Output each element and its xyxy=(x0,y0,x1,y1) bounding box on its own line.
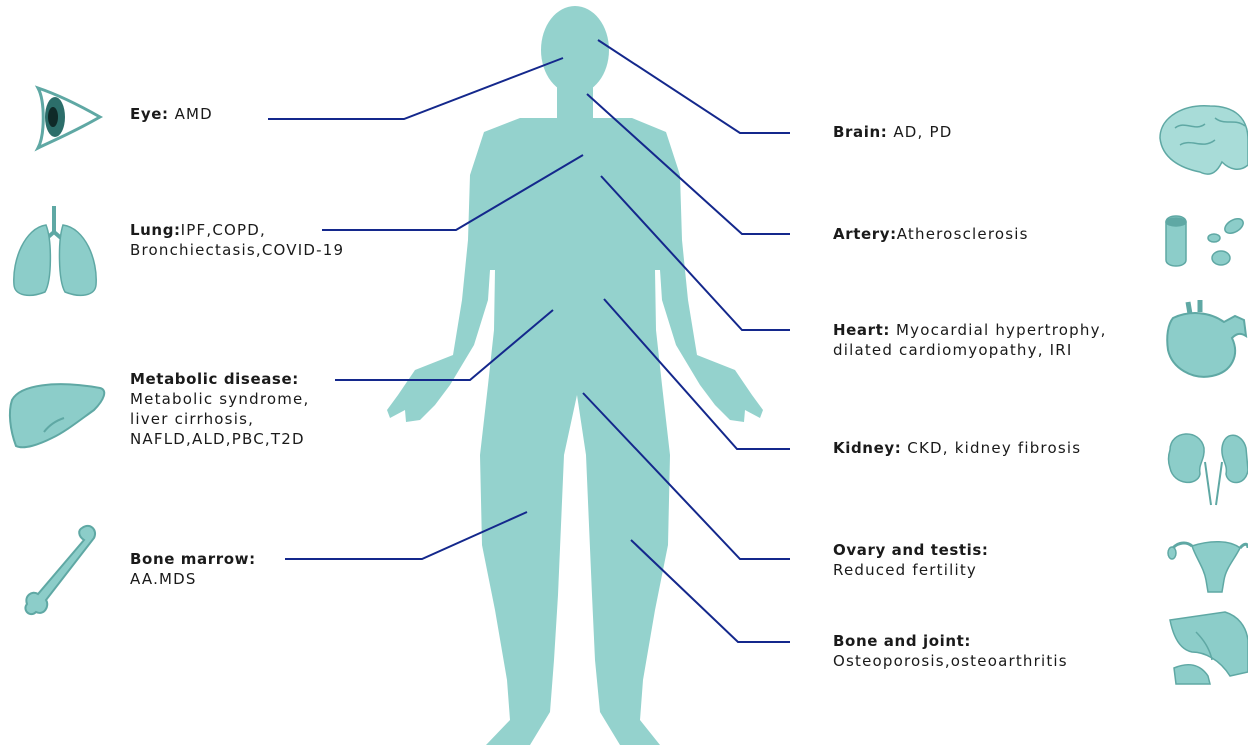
lung-label: Lung:IPF,COPD, Bronchiectasis,COVID-19 xyxy=(130,220,344,260)
bone-marrow-label: Bone marrow: AA.MDS xyxy=(130,549,256,589)
kidney-label-title: Kidney: xyxy=(833,439,901,457)
ovary-testis-label-title: Ovary and testis: xyxy=(833,541,989,559)
brain-label-title: Brain: xyxy=(833,123,887,141)
brain-icon xyxy=(1160,106,1248,174)
lung-icon xyxy=(14,206,96,295)
heart-label-detail-1: Myocardial hypertrophy, xyxy=(890,321,1107,339)
brain-label: Brain: AD, PD xyxy=(833,122,953,142)
bone-joint-label-detail-1: Osteoporosis,osteoarthritis xyxy=(833,651,1068,671)
eye-label: Eye: AMD xyxy=(130,104,213,124)
metabolic-label-title: Metabolic disease: xyxy=(130,370,299,388)
artery-label: Artery:Atherosclerosis xyxy=(833,224,1029,244)
ovary-testis-label: Ovary and testis: Reduced fertility xyxy=(833,540,989,580)
heart-label: Heart: Myocardial hypertrophy, dilated c… xyxy=(833,320,1107,360)
bone-joint-label-title: Bone and joint: xyxy=(833,632,971,650)
liver-icon xyxy=(10,384,104,447)
artery-label-title: Artery: xyxy=(833,225,897,243)
lung-label-detail-1: IPF,COPD, xyxy=(181,221,266,239)
artery-label-detail: Atherosclerosis xyxy=(897,225,1029,243)
brain-label-detail: AD, PD xyxy=(887,123,952,141)
metabolic-label-detail-2: liver cirrhosis, xyxy=(130,409,309,429)
eye-icon xyxy=(38,88,100,148)
human-body-silhouette xyxy=(387,6,763,745)
leader-line-eye xyxy=(268,58,563,119)
artery-icon xyxy=(1166,216,1246,266)
metabolic-label-detail-3: NAFLD,ALD,PBC,T2D xyxy=(130,429,309,449)
knee-joint-icon xyxy=(1170,612,1248,684)
eye-label-title: Eye: xyxy=(130,105,169,123)
ovary-testis-label-detail-1: Reduced fertility xyxy=(833,560,989,580)
lung-label-detail-2: Bronchiectasis,COVID-19 xyxy=(130,240,344,260)
kidney-label-detail: CKD, kidney fibrosis xyxy=(901,439,1081,457)
uterus-icon xyxy=(1168,542,1248,592)
eye-label-detail: AMD xyxy=(169,105,213,123)
bone-joint-label: Bone and joint: Osteoporosis,osteoarthri… xyxy=(833,631,1068,671)
bone-marrow-label-title: Bone marrow: xyxy=(130,550,256,568)
heart-label-detail-2: dilated cardiomyopathy, IRI xyxy=(833,340,1107,360)
kidney-icon xyxy=(1169,434,1248,505)
heart-icon xyxy=(1167,300,1246,377)
bone-icon xyxy=(25,526,95,614)
metabolic-label-detail-1: Metabolic syndrome, xyxy=(130,389,309,409)
metabolic-label: Metabolic disease: Metabolic syndrome, l… xyxy=(130,369,309,449)
heart-label-title: Heart: xyxy=(833,321,890,339)
lung-label-title: Lung: xyxy=(130,221,181,239)
bone-marrow-label-detail-1: AA.MDS xyxy=(130,569,256,589)
kidney-label: Kidney: CKD, kidney fibrosis xyxy=(833,438,1081,458)
